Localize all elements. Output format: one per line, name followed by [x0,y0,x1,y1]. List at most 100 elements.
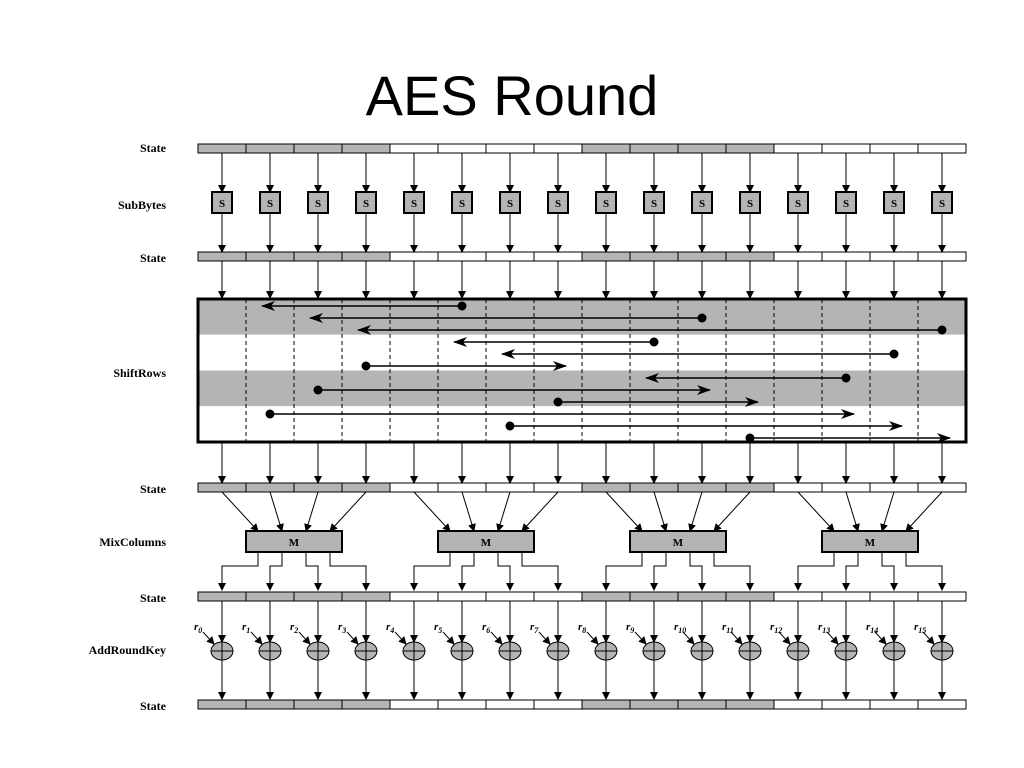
arrow-mix-to-state4-7 [521,552,562,591]
arrow-state3-to-mix-3 [329,491,367,532]
mix-label-0: M [289,537,300,549]
roundkey-arrow-10 [682,631,695,645]
state-2-cell-13 [821,251,871,262]
roundkey-label-6: r6 [482,621,490,635]
state-4-cell-12 [773,591,823,602]
sbox-label-7: S [555,198,561,210]
mix-box-2 [629,530,727,553]
roundkey-label-14: r14 [866,621,878,635]
label-state-5: State [140,699,166,713]
state-5-cell-11 [725,699,775,710]
state-4-cell-0 [197,591,247,602]
arrow-mix-to-state4-6 [497,552,514,591]
state-4-cell-1 [245,591,295,602]
state-1-cell-5 [437,143,487,154]
sbox-label-11: S [747,198,753,210]
arrow-mix-to-state4-3 [329,552,370,591]
state-5-cell-8 [581,699,631,710]
arrow-mix-to-state4-14 [881,552,898,591]
roundkey-arrow-1 [250,631,263,645]
arrow-state3-to-mix-13 [845,491,860,532]
arrow-state3-to-mix-15 [905,491,943,532]
state-3-cell-12 [773,482,823,493]
state-1-cell-9 [629,143,679,154]
roundkey-arrow-2 [298,631,311,645]
state-3-cell-11 [725,482,775,493]
state-2-cell-8 [581,251,631,262]
roundkey-arrow-15 [922,631,935,645]
state-3-cell-13 [821,482,871,493]
state-5-cell-12 [773,699,823,710]
state-4-cell-14 [869,591,919,602]
state-4-cell-7 [533,591,583,602]
roundkey-arrow-8 [586,631,599,645]
sbox-label-3: S [363,198,369,210]
roundkey-arrow-3 [346,631,359,645]
roundkey-label-15: r15 [914,621,926,635]
state-2-cell-2 [293,251,343,262]
roundkey-arrow-11 [730,631,743,645]
state-5-cell-15 [917,699,967,710]
arrow-state3-to-mix-7 [521,491,559,532]
state-1-cell-8 [581,143,631,154]
state-4-cell-6 [485,591,535,602]
sbox-label-6: S [507,198,513,210]
state-1-cell-2 [293,143,343,154]
state-2-cell-6 [485,251,535,262]
mix-box-0 [245,530,343,553]
state-4-cell-9 [629,591,679,602]
roundkey-label-7: r7 [530,621,539,635]
roundkey-label-2: r2 [290,621,298,635]
arrow-mix-to-state4-5 [458,552,475,591]
mix-label-3: M [865,537,876,549]
state-4-cell-2 [293,591,343,602]
roundkey-arrow-14 [874,631,887,645]
state-5-cell-9 [629,699,679,710]
label-state-2: State [140,251,166,265]
sbox-label-0: S [219,198,225,210]
state-4-cell-13 [821,591,871,602]
roundkey-label-9: r9 [626,621,634,635]
slide-title: AES Round [365,64,659,127]
arrow-state3-to-mix-6 [496,491,511,532]
roundkey-label-3: r3 [338,621,346,635]
arrow-state3-to-mix-4 [413,491,451,532]
arrow-state3-to-mix-8 [605,491,643,532]
roundkey-arrow-12 [778,631,791,645]
label-shiftrows: ShiftRows [113,366,166,380]
state-3-cell-5 [437,482,487,493]
arrow-mix-to-state4-1 [266,552,283,591]
sbox-label-8: S [603,198,609,210]
state-1-cell-10 [677,143,727,154]
state-2-cell-0 [197,251,247,262]
state-1-cell-1 [245,143,295,154]
roundkey-label-11: r11 [722,621,734,635]
roundkey-label-0: r0 [194,621,202,635]
mix-box-1 [437,530,535,553]
arrow-mix-to-state4-11 [713,552,754,591]
state-3-cell-10 [677,482,727,493]
label-addroundkey: AddRoundKey [88,643,166,657]
label-state-3: State [140,482,166,496]
arrow-state3-to-mix-10 [688,491,703,532]
state-2-cell-10 [677,251,727,262]
state-3-cell-9 [629,482,679,493]
state-2-cell-1 [245,251,295,262]
sbox-label-10: S [699,198,705,210]
roundkey-label-4: r4 [386,621,394,635]
state-1-cell-6 [485,143,535,154]
sbox-label-2: S [315,198,321,210]
state-5-cell-0 [197,699,247,710]
state-1-cell-0 [197,143,247,154]
label-state-4: State [140,591,166,605]
arrow-mix-to-state4-2 [305,552,322,591]
sbox-label-13: S [843,198,849,210]
state-5-cell-5 [437,699,487,710]
state-3-cell-7 [533,482,583,493]
state-4-cell-11 [725,591,775,602]
state-2-cell-9 [629,251,679,262]
state-5-cell-1 [245,699,295,710]
state-1-cell-4 [389,143,439,154]
roundkey-arrow-9 [634,631,647,645]
